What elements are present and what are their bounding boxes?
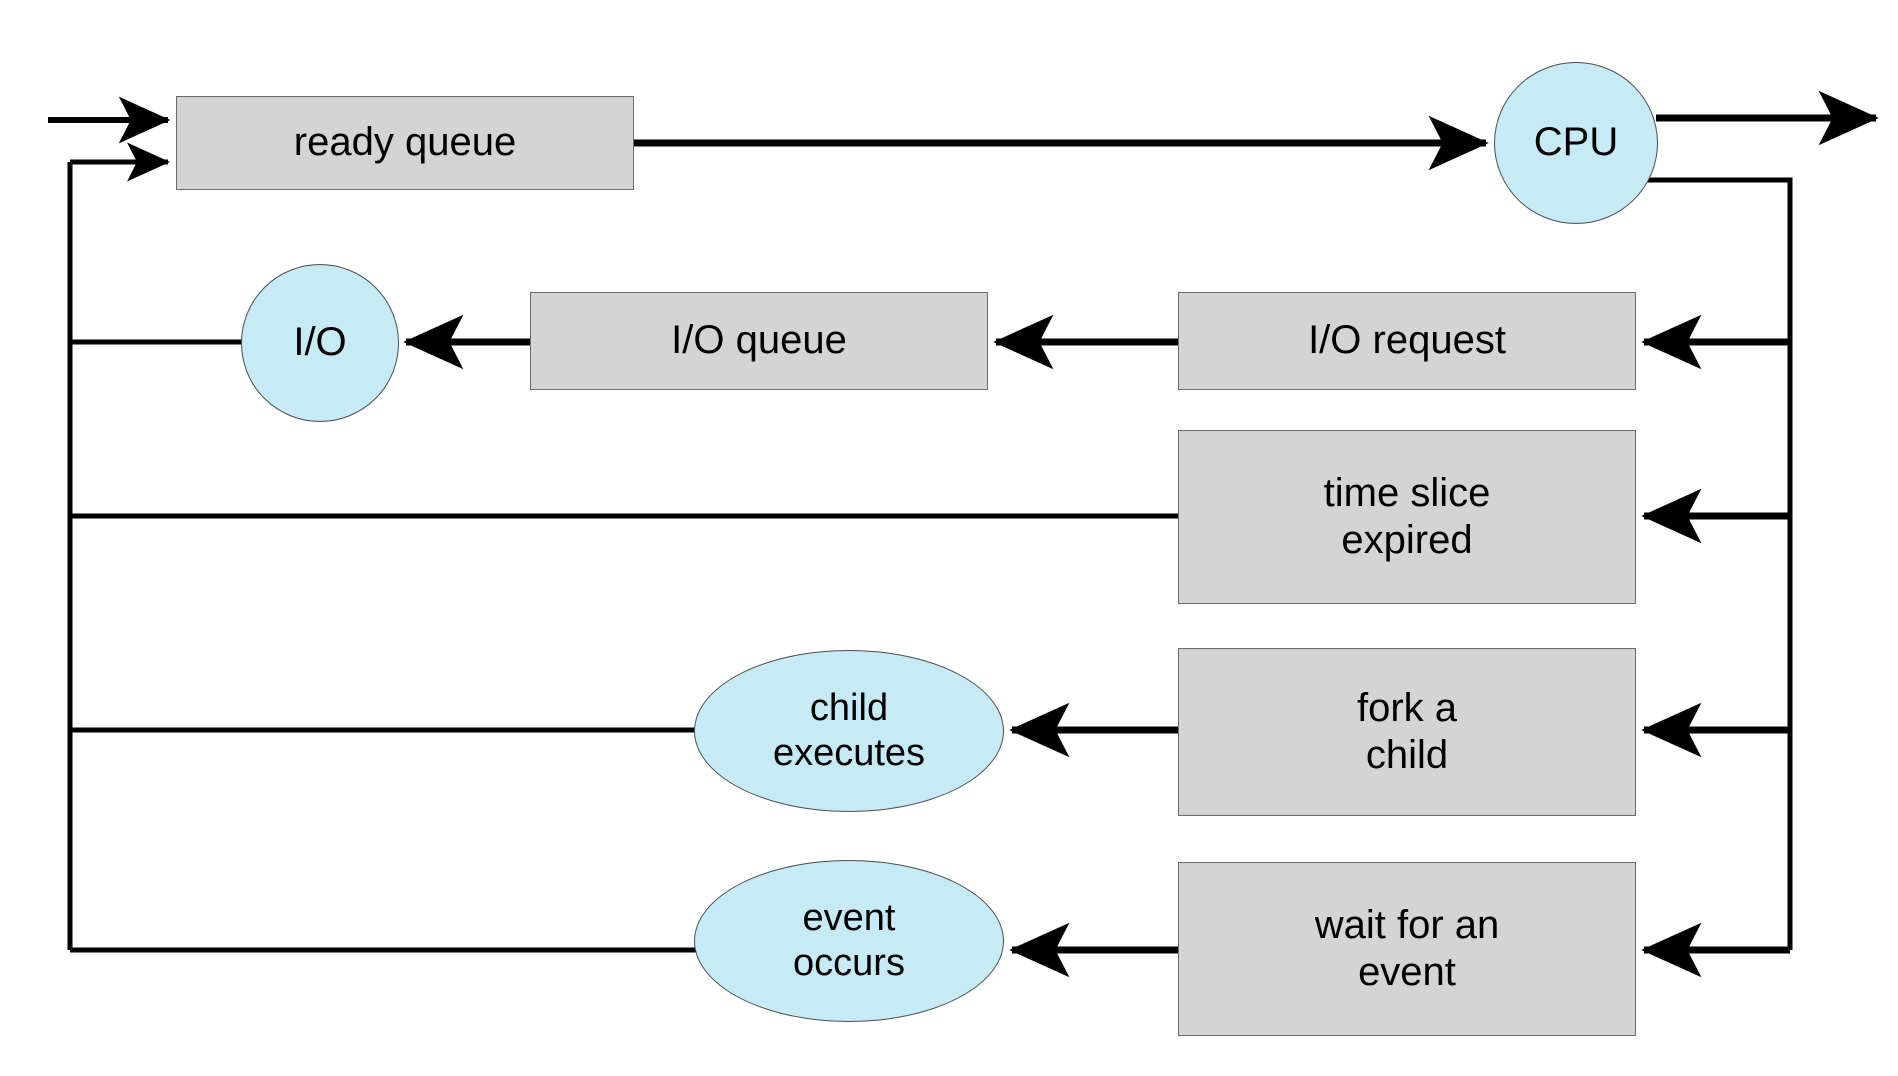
node-io-request[interactable]: I/O request: [1178, 292, 1636, 390]
node-io-queue[interactable]: I/O queue: [530, 292, 988, 390]
node-child-executes[interactable]: child executes: [694, 650, 1004, 812]
node-ready-queue[interactable]: ready queue: [176, 96, 634, 190]
node-label: I/O queue: [671, 318, 847, 363]
node-cpu[interactable]: CPU: [1494, 62, 1658, 224]
node-label: wait for an event: [1314, 902, 1500, 994]
node-label: fork a child: [1356, 685, 1458, 777]
node-fork-a-child[interactable]: fork a child: [1178, 648, 1636, 816]
node-wait-for-an-event[interactable]: wait for an event: [1178, 862, 1636, 1036]
node-label: time slice expired: [1323, 470, 1491, 562]
node-event-occurs[interactable]: event occurs: [694, 860, 1004, 1022]
node-label: I/O: [293, 320, 347, 365]
node-label: child executes: [772, 687, 926, 774]
edge-cpu-right-bus: [1640, 177, 1793, 950]
node-time-slice-expired[interactable]: time slice expired: [1178, 430, 1636, 604]
node-label: ready queue: [293, 120, 517, 165]
node-label: I/O request: [1308, 318, 1506, 363]
node-label: event occurs: [793, 897, 905, 984]
node-io[interactable]: I/O: [241, 264, 399, 422]
node-label: CPU: [1533, 120, 1619, 165]
